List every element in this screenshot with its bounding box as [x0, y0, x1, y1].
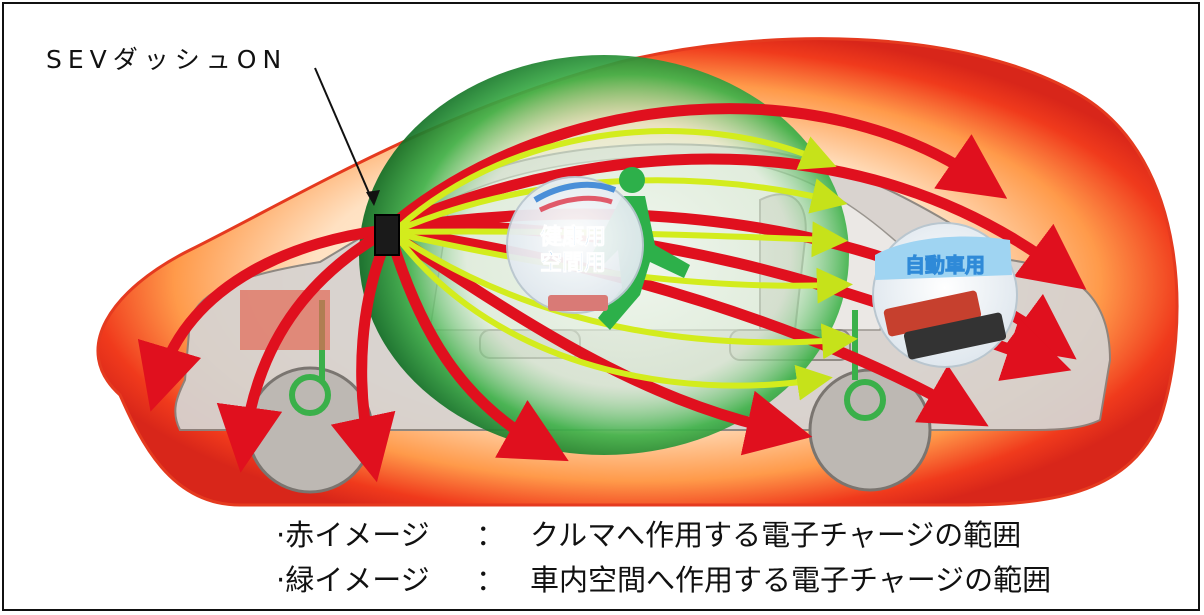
legend-separator: ： [476, 563, 506, 597]
legend-key-green: ·緑イメージ [276, 563, 430, 597]
legend: ·赤イメージ ： クルマへ作用する電子チャージの範囲 ·緑イメージ ： 車内空間… [276, 513, 1051, 603]
car-badge: 自動車用 [872, 222, 1018, 368]
label-pointer [314, 67, 373, 201]
car-badge-line1: 自動車用 [905, 253, 985, 277]
legend-row-red: ·赤イメージ ： クルマへ作用する電子チャージの範囲 [276, 513, 1051, 558]
health-badge-line2: 空間用 [540, 250, 606, 276]
legend-row-green: ·緑イメージ ： 車内空間へ作用する電子チャージの範囲 [276, 558, 1051, 603]
legend-separator: ： [476, 518, 506, 552]
health-badge-line1: 健康用 [540, 224, 606, 250]
legend-desc-green: 車内空間へ作用する電子チャージの範囲 [530, 563, 1052, 597]
device-label: SEVダッシュON [46, 45, 288, 74]
legend-desc-red: クルマへ作用する電子チャージの範囲 [530, 518, 1022, 552]
health-badge: 健康用 空間用 [506, 176, 644, 314]
legend-key-red: ·赤イメージ [276, 518, 430, 552]
sev-device [374, 214, 400, 256]
